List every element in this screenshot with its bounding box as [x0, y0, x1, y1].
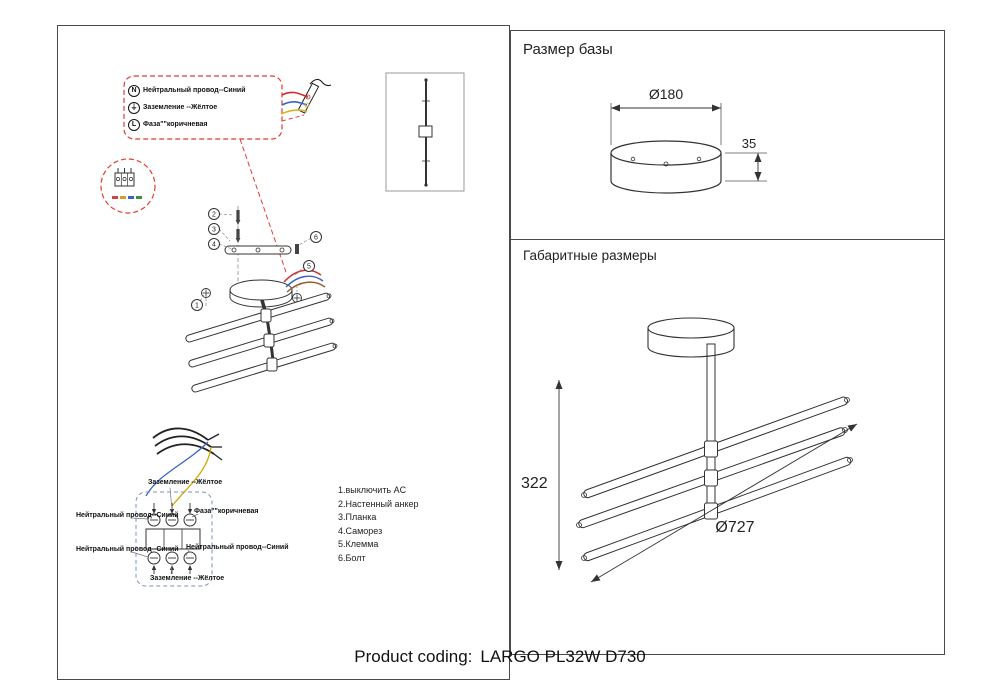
parts-list-item: 6.Болт	[338, 552, 366, 563]
overall-height-label: 322	[521, 475, 548, 492]
step-marker-1: 1	[191, 299, 203, 311]
base-diameter-label: Ø180	[649, 86, 683, 102]
svg-text:1: 1	[195, 303, 199, 310]
connector-detail-circle	[100, 158, 156, 214]
svg-text:6: 6	[314, 235, 318, 242]
step-marker-2: 2	[208, 208, 220, 220]
step-marker-3: 3	[208, 223, 220, 235]
screw-cross-right	[292, 285, 302, 303]
ceiling-wires-sketch	[280, 78, 332, 115]
base-height-label: 35	[742, 136, 756, 151]
ground-symbol-icon: ⏚	[128, 101, 140, 114]
product-coding-value: LARGO PL32W D730	[480, 647, 646, 666]
step-marker-5: 5	[303, 260, 315, 272]
svg-text:3: 3	[212, 227, 216, 234]
product-coding: Product coding: LARGO PL32W D730	[0, 647, 1000, 667]
overall-size-panel: Габаритные размеры 322	[510, 239, 945, 655]
wire-label-neutral-left-1: Нейтральный провод--Синий	[76, 512, 179, 519]
callout-leader-line-2	[281, 114, 305, 122]
wire-label-phase-right: Фаза""коричневая	[194, 508, 259, 515]
overall-diameter-label: Ø727	[715, 519, 754, 536]
wire-color-callout: N Нейтральный провод--Синий ⏚ Заземление…	[128, 82, 246, 133]
base-size-panel: Размер базы Ø180 35	[510, 30, 945, 240]
callout-item-neutral: N Нейтральный провод--Синий	[128, 82, 246, 99]
parts-list-item: 1.выключить AC	[338, 485, 407, 495]
base-height-dimension: 35	[725, 136, 767, 182]
parts-list: 1.выключить AC 2.Настенный анкер 3.Планк…	[338, 484, 419, 565]
base-drawing: Ø180 35	[610, 86, 767, 194]
parts-list-item: 4.Саморез	[338, 525, 383, 536]
mounting-assembly	[185, 206, 338, 393]
product-coding-label: Product coding:	[354, 647, 473, 666]
installation-diagram: 2 3 4 6 5 1	[100, 72, 465, 587]
step-marker-6: 6	[310, 231, 322, 243]
parts-list-item: 5.Клемма	[338, 539, 379, 549]
overall-size-title: Габаритные размеры	[523, 248, 657, 263]
wire-label-neutral-right: Нейтральный провод--Синий	[186, 544, 289, 551]
parts-list-item: 3.Планка	[338, 512, 377, 522]
ground-wire-label: Заземление --Жёлтое	[143, 104, 218, 111]
svg-text:2: 2	[212, 212, 216, 219]
neutral-symbol-icon: N	[128, 84, 140, 97]
neutral-wire-label: Нейтральный провод--Синий	[143, 87, 246, 94]
pendant-side-view	[385, 72, 465, 192]
step-marker-4: 4	[208, 238, 220, 250]
phase-symbol-icon: L	[128, 118, 140, 131]
instruction-panel: 2 3 4 6 5 1	[57, 25, 510, 680]
callout-item-phase: L Фаза""коричневая	[128, 116, 246, 133]
terminal-block-diagram	[131, 427, 223, 587]
base-cylinder	[610, 140, 722, 194]
overall-height-dimension: 322	[521, 380, 563, 570]
lamp-drawing: 322 Ø727	[521, 317, 858, 583]
callout-item-ground: ⏚ Заземление --Жёлтое	[128, 99, 246, 116]
step-markers: 2 3 4 6 5 1	[191, 208, 322, 311]
callout-box	[123, 75, 283, 140]
parts-list-item: 2.Настенный анкер	[338, 498, 419, 509]
overall-diameter-dimension: Ø727	[590, 423, 858, 583]
phase-wire-label: Фаза""коричневая	[143, 121, 208, 128]
svg-text:4: 4	[212, 242, 216, 249]
wire-label-ground-bottom: Заземление --Жёлтое	[150, 575, 225, 582]
base-diameter-dimension: Ø180	[610, 86, 722, 145]
svg-text:5: 5	[307, 264, 311, 271]
base-size-title: Размер базы	[523, 41, 613, 58]
wire-label-ground-top: Заземление --Жёлтое	[148, 479, 223, 486]
wire-label-neutral-left-2: Нейтральный провод--Синий	[76, 546, 179, 553]
